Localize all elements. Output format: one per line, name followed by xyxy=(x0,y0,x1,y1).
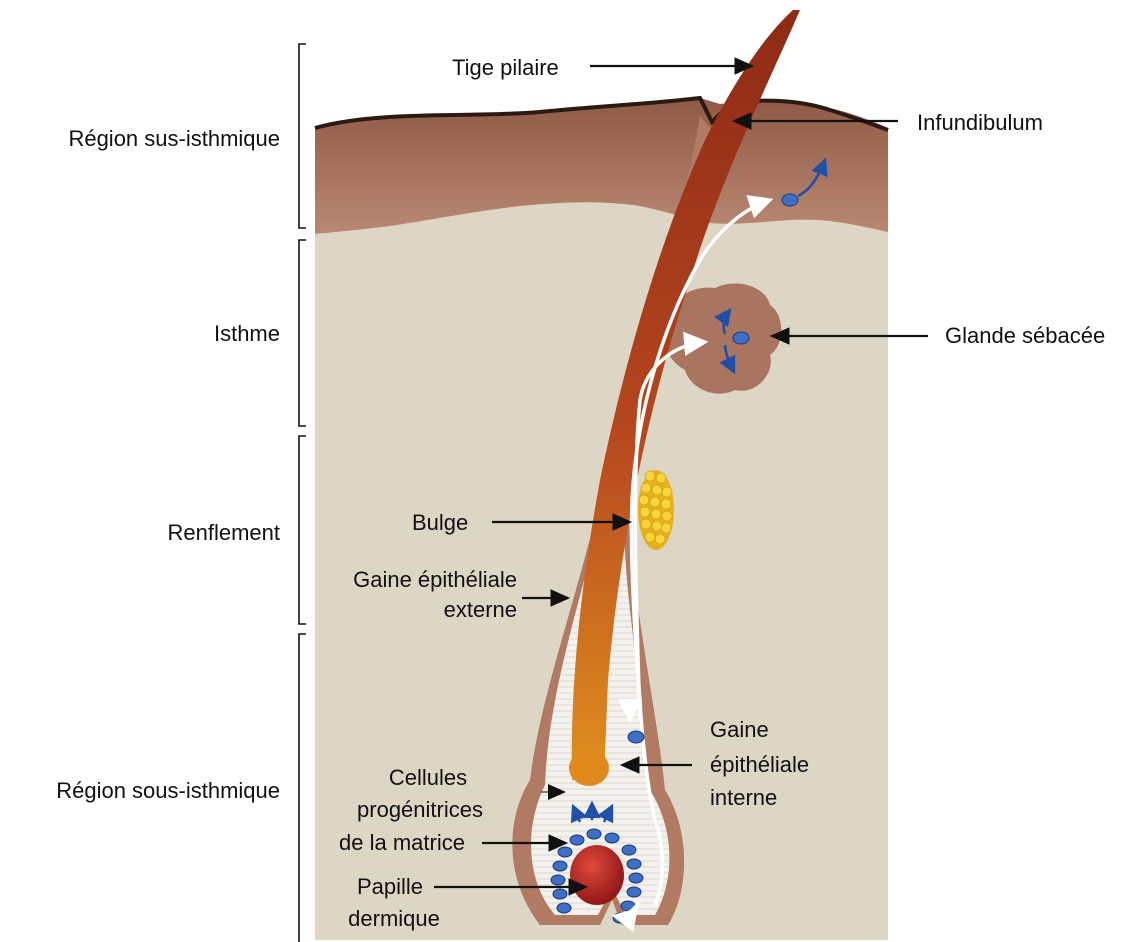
label-inner-sheath-1: Gaine xyxy=(710,717,769,742)
label-inner-sheath-3: interne xyxy=(710,785,777,810)
label-papilla-1: Papille xyxy=(357,874,423,899)
hair-bulb xyxy=(569,750,609,786)
label-infundibulum: Infundibulum xyxy=(917,110,1043,135)
label-outer-sheath-2: externe xyxy=(444,597,517,622)
region-label-infra: Région sous-isthmique xyxy=(56,778,280,803)
label-inner-sheath-2: épithéliale xyxy=(710,752,809,777)
label-hair-shaft: Tige pilaire xyxy=(452,55,559,80)
label-progenitors-2: progénitrices xyxy=(357,797,483,822)
dermal-papilla xyxy=(570,845,624,905)
region-label-bulge: Renflement xyxy=(167,520,280,545)
label-progenitors-1: Cellules xyxy=(389,765,467,790)
label-progenitors-3: de la matrice xyxy=(339,830,465,855)
label-bulge: Bulge xyxy=(412,510,468,535)
label-sebaceous-gland: Glande sébacée xyxy=(945,323,1105,348)
label-papilla-2: dermique xyxy=(348,906,440,931)
region-brackets xyxy=(299,44,306,942)
region-label-supra: Région sus-isthmique xyxy=(68,126,280,151)
label-outer-sheath-1: Gaine épithéliale xyxy=(353,567,517,592)
region-label-isthmus: Isthme xyxy=(214,321,280,346)
